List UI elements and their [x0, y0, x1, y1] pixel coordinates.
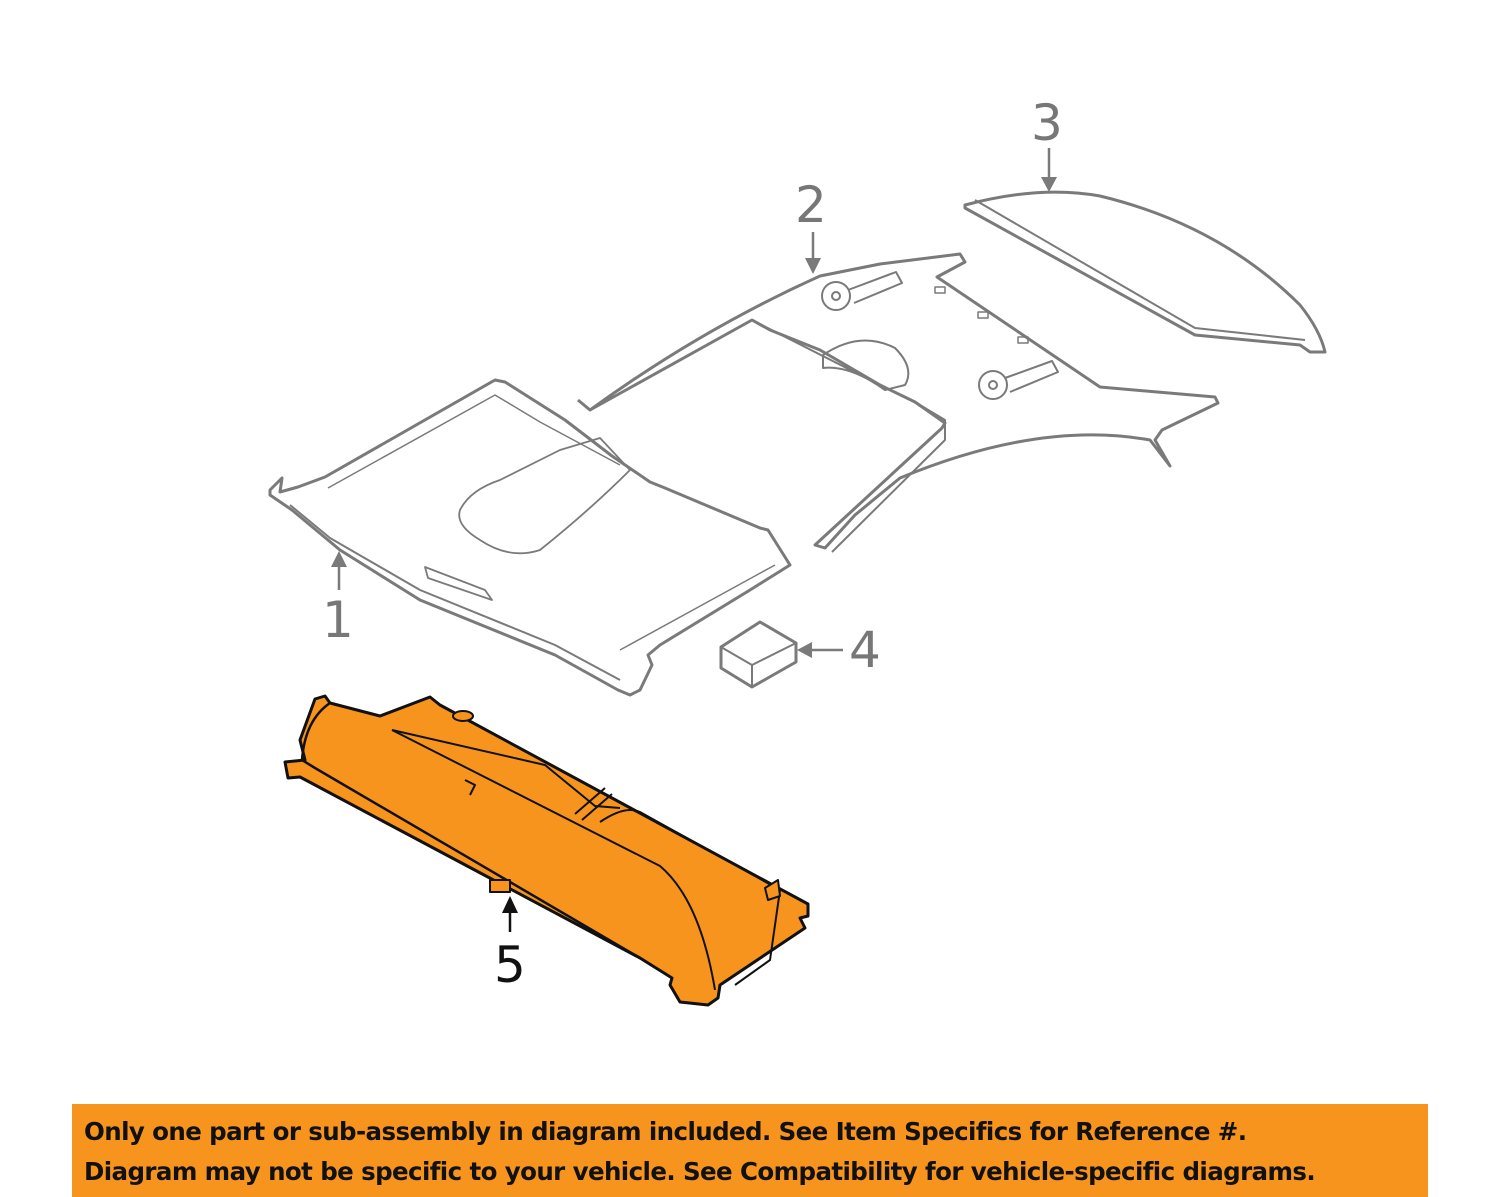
callout-5-arrowhead [502, 896, 518, 913]
callout-2-arrowhead [805, 258, 821, 274]
part-5-package-tray[interactable] [283, 694, 810, 1007]
disclaimer-banner: Only one part or sub-assembly in diagram… [72, 1104, 1428, 1197]
callout-number-3: 3 [1031, 94, 1063, 152]
part-4-foam-block[interactable] [719, 620, 798, 689]
part-2-headliner-center[interactable] [577, 252, 1220, 553]
part-3-roof-trim[interactable] [963, 190, 1327, 354]
disclaimer-line-2: Diagram may not be specific to your vehi… [84, 1157, 1316, 1186]
callout-3-arrowhead [1041, 177, 1057, 192]
callout-number-5: 5 [494, 936, 526, 994]
callout-number-2: 2 [795, 176, 827, 234]
disclaimer-line-1: Only one part or sub-assembly in diagram… [84, 1117, 1247, 1146]
callout-number-4: 4 [849, 621, 881, 679]
callout-number-1: 1 [322, 591, 354, 649]
callout-4-arrowhead [797, 642, 812, 658]
part-1-headliner-front[interactable] [268, 378, 792, 697]
callout-1-arrowhead [331, 551, 347, 567]
